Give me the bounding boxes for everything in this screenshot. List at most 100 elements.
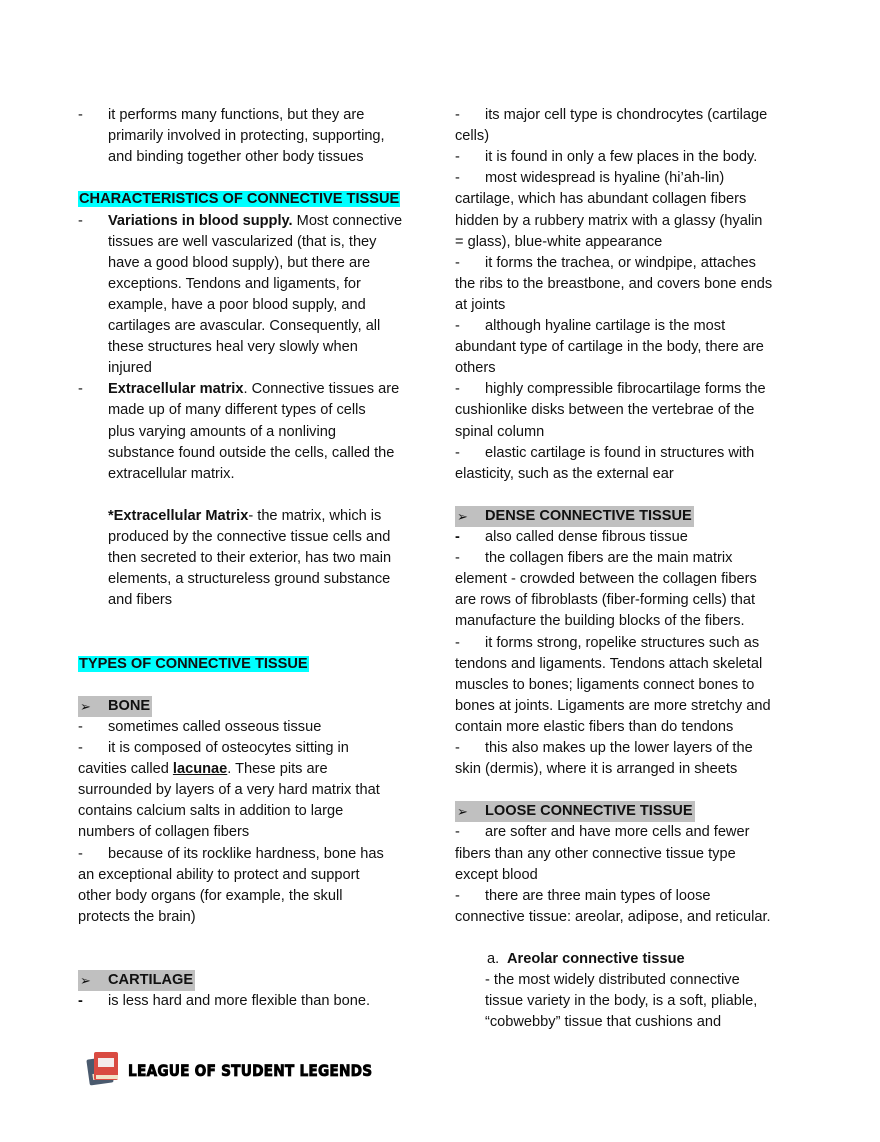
text: these structures heal very slowly when (108, 339, 358, 356)
bullet-dash: - (455, 170, 460, 187)
text: cushionlike disks between the vertebrae … (455, 402, 755, 419)
bullet-dash: - (455, 318, 460, 334)
text: manufacture the building blocks of the f… (455, 613, 745, 630)
text-line: Areolar connective tissue (507, 949, 685, 970)
bold-text: DENSE CONNECTIVE TISSUE (485, 507, 692, 524)
text: although hyaline cartilage is the most (485, 318, 726, 334)
text: - the most widely distributed connective (485, 972, 740, 989)
text-line: contain more elastic fibers than do tend… (455, 717, 733, 738)
text: CHARACTERISTICS OF CONNECTIVE TISSUE (78, 191, 401, 208)
text: then secreted to their exterior, has two… (108, 550, 392, 567)
text: protects the brain) (78, 908, 196, 925)
text: element - crowded between the collagen f… (455, 571, 757, 588)
text-line: abundant type of cartilage in the body, … (455, 337, 764, 358)
text-line: manufacture the building blocks of the f… (455, 611, 745, 632)
section-heading: LOOSE CONNECTIVE TISSUE (485, 801, 693, 822)
text: except blood (455, 866, 538, 883)
text-line: its major cell type is chondrocytes (car… (485, 105, 767, 126)
bullet-dash: - (455, 254, 460, 271)
bold-text: Variations in blood supply. (108, 212, 293, 229)
text: example, have a poor blood supply, and (108, 296, 366, 313)
text-line: extracellular matrix. (108, 464, 235, 485)
text: cartilage, which has abundant collagen f… (455, 191, 747, 208)
bullet-dash: - (78, 845, 83, 862)
text-line: are softer and have more cells and fewer (485, 822, 749, 843)
text: substance found outside the cells, calle… (108, 444, 395, 461)
text-line: there are three main types of loose (485, 886, 711, 907)
text-line: hidden by a rubbery matrix with a glassy… (455, 211, 762, 232)
text: contain more elastic fibers than do tend… (455, 718, 734, 735)
bullet-dash: - (78, 381, 83, 398)
text-line: sometimes called osseous tissue (108, 717, 321, 738)
text: it forms the trachea, or windpipe, attac… (485, 254, 756, 271)
text: injured (108, 360, 152, 377)
text-line: are rows of fibroblasts (fiber-forming c… (455, 590, 755, 611)
arrow-bullet-icon: ➢ (457, 508, 468, 524)
text: it performs many functions, but they are (108, 107, 365, 123)
text: highly compressible fibrocartilage forms… (485, 381, 766, 398)
text-line: elastic cartilage is found in structures… (485, 443, 754, 464)
text: numbers of collagen fibers (78, 824, 250, 841)
arrow-bullet-icon: ➢ (457, 804, 468, 820)
subheading-highlight (78, 970, 195, 992)
text-line: and fibers (108, 590, 172, 611)
text: surrounded by layers of a very hard matr… (78, 782, 380, 799)
bullet-dash: - (455, 149, 460, 166)
text: an exceptional ability to protect and su… (78, 866, 360, 883)
text: it is composed of osteocytes sitting in (108, 740, 349, 756)
text: bones at joints. Ligaments are more stre… (455, 697, 771, 714)
text-line: produced by the connective tissue cells … (108, 527, 390, 548)
text: the ribs to the breastbone, and covers b… (455, 275, 773, 292)
text-line: plus varying amounts of a nonliving (108, 422, 336, 443)
text: and fibers (108, 592, 173, 609)
text: fibers than any other connective tissue … (455, 845, 736, 862)
bullet-dash: - (78, 212, 83, 229)
subheading-highlight (455, 505, 694, 527)
text: skin (dermis), where it is arranged in s… (455, 761, 738, 778)
text-line: cells) (455, 126, 489, 147)
text-line: numbers of collagen fibers (78, 822, 249, 843)
text: connective tissue: areolar, adipose, and… (455, 908, 771, 925)
text-line: have a good blood supply), but there are (108, 253, 370, 274)
text-line: because of its rocklike hardness, bone h… (108, 844, 384, 865)
book-stack-icon (86, 1049, 122, 1092)
text: cells) (455, 128, 490, 145)
section-heading: CARTILAGE (108, 970, 193, 991)
bullet-dash: - (455, 887, 460, 904)
text: produced by the connective tissue cells … (108, 529, 391, 545)
text-line: spinal column (455, 422, 544, 443)
text-line: this also makes up the lower layers of t… (485, 738, 753, 759)
text-line: “cobwebby” tissue that cushions and (485, 1012, 721, 1033)
text-line: skin (dermis), where it is arranged in s… (455, 759, 737, 780)
text: made up of many different types of cells (108, 402, 366, 419)
text: tissue variety in the body, is a soft, p… (485, 993, 758, 1010)
text-line: substance found outside the cells, calle… (108, 443, 394, 464)
text-line: cushionlike disks between the vertebrae … (455, 400, 754, 421)
text-line: it is composed of osteocytes sitting in (108, 738, 349, 759)
bold-text: lacunae (172, 761, 228, 778)
text: abundant type of cartilage in the body, … (455, 339, 764, 356)
subheading-highlight (78, 695, 152, 717)
text-line: it forms strong, ropelike structures suc… (485, 633, 759, 654)
text-line: then secreted to their exterior, has two… (108, 548, 391, 569)
bold-text: *Extracellular Matrix (108, 507, 249, 524)
text-line: these structures heal very slowly when (108, 337, 358, 358)
text: TYPES OF CONNECTIVE TISSUE (78, 655, 309, 672)
bullet-dash: - (455, 740, 460, 756)
text-line: elasticity, such as the external ear (455, 464, 674, 485)
section-heading: CHARACTERISTICS OF CONNECTIVE TISSUE (78, 189, 401, 210)
text: plus varying amounts of a nonliving (108, 423, 336, 440)
text-line: it is found in only a few places in the … (485, 147, 757, 168)
text-line: except blood (455, 865, 538, 886)
text-line: element - crowded between the collagen f… (455, 569, 757, 590)
bullet-dash: - (78, 107, 83, 123)
footer-logo: LEAGUE OF STUDENT LEGENDS (86, 1050, 412, 1090)
text-line: cartilage, which has abundant collagen f… (455, 189, 746, 210)
bullet-dash: - (455, 550, 460, 567)
bullet-dash: - (78, 718, 83, 735)
text-line: Variations in blood supply. Most connect… (108, 211, 402, 232)
bullet-dash: - (455, 634, 460, 651)
bullet-dash: - (455, 824, 460, 841)
